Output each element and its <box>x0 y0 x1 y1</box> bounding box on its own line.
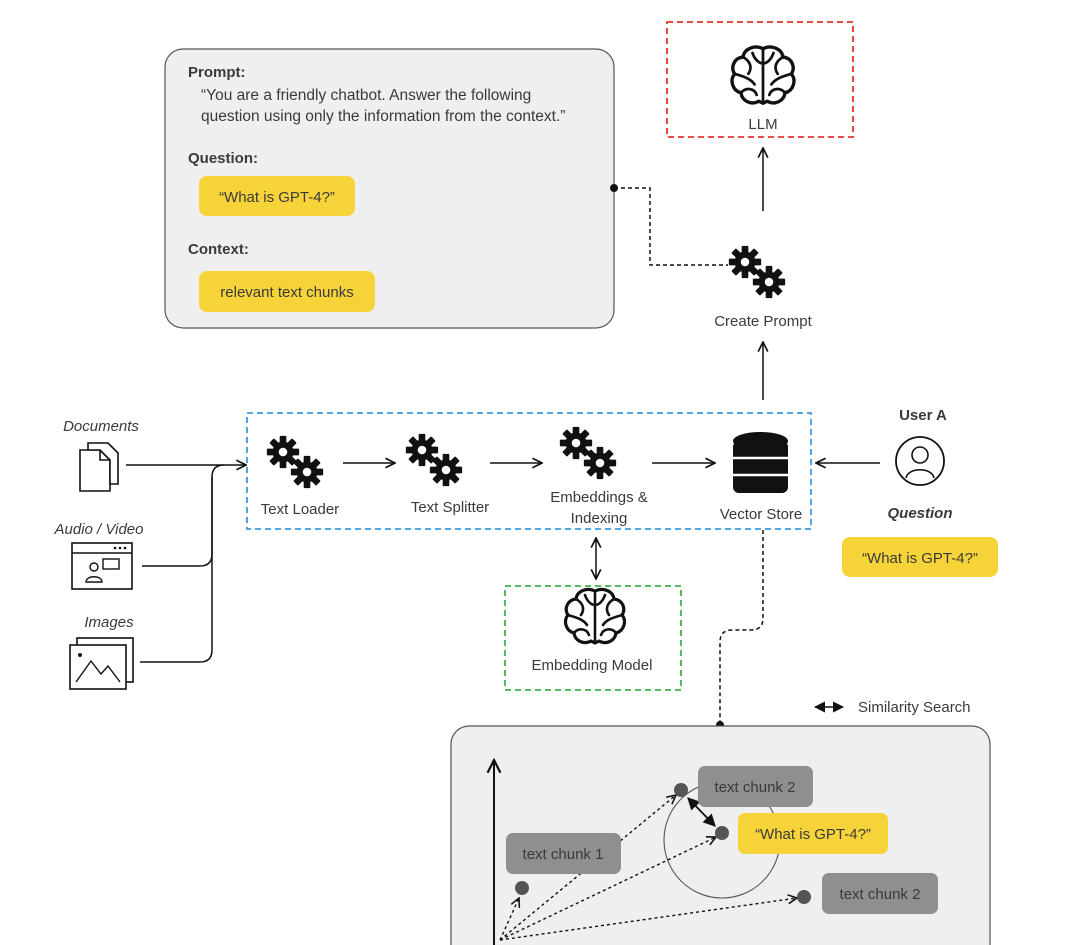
text-splitter-gears-icon <box>406 434 462 486</box>
chunk-1-chip <box>506 833 621 874</box>
user-question-chip-text: “What is GPT-4?” <box>862 550 978 567</box>
embedding-model-box: Embedding Model <box>504 585 682 691</box>
prompt-text-line-2: question using only the information from… <box>201 108 565 125</box>
chunk-2a-point <box>674 783 688 797</box>
llm-box: LLM <box>666 21 854 138</box>
context-heading: Context: <box>188 241 249 258</box>
vector-store-connector <box>719 530 764 725</box>
images-icon <box>69 637 134 690</box>
prompt-heading: Prompt: <box>188 64 246 81</box>
chunk-2b-text: text chunk 2 <box>840 886 921 903</box>
embeddings-label-line-2: Indexing <box>571 510 628 527</box>
vector-space-panel: text chunk 1 text chunk 2 “What is GPT-4… <box>450 725 991 945</box>
chunk-2b-chip <box>822 873 938 914</box>
chunk-2a-chip <box>698 766 813 807</box>
llm-brain-icon <box>730 45 796 105</box>
pipeline-box <box>246 412 812 530</box>
vector-store-label: Vector Store <box>720 506 803 523</box>
images-connector <box>140 477 213 663</box>
query-point <box>715 826 729 840</box>
prompt-connector-dot <box>610 184 618 192</box>
prompt-panel: Prompt: “You are a friendly chatbot. Ans… <box>164 48 615 329</box>
vector-to-chunk-2b <box>499 898 797 941</box>
audio-video-label: Audio / Video <box>54 521 144 538</box>
chunk-1-text: text chunk 1 <box>523 846 604 863</box>
context-chip <box>199 271 375 312</box>
text-loader-label: Text Loader <box>261 501 339 518</box>
user-question-chip <box>842 537 998 577</box>
chunk-1-point <box>515 881 529 895</box>
question-heading: Question: <box>188 150 258 167</box>
question-chip <box>199 176 355 216</box>
user-avatar-icon <box>895 436 945 486</box>
create-prompt-gears-icon <box>729 246 785 298</box>
user-question-label: Question <box>887 505 952 522</box>
text-loader-gears-icon <box>267 436 323 488</box>
chunk-2b-point <box>797 890 811 904</box>
embeddings-label-line-1: Embeddings & <box>550 489 648 506</box>
llm-label: LLM <box>748 116 777 133</box>
user-name: User A <box>899 407 947 424</box>
create-prompt-label: Create Prompt <box>714 313 812 330</box>
embedding-model-brain-icon <box>563 587 627 645</box>
embeddings-gears-icon <box>560 427 616 479</box>
chunk-2a-text: text chunk 2 <box>715 779 796 796</box>
prompt-text-line-1: “You are a friendly chatbot. Answer the … <box>201 87 531 104</box>
audio-video-icon <box>71 542 133 590</box>
documents-icon <box>79 442 119 492</box>
embedding-model-label: Embedding Model <box>532 657 653 674</box>
similarity-search-arrow <box>687 797 716 827</box>
question-chip-text: “What is GPT-4?” <box>219 189 335 206</box>
vector-store-database-icon <box>733 432 788 493</box>
similarity-search-legend-label: Similarity Search <box>858 699 971 716</box>
query-chip <box>738 813 888 854</box>
vector-to-chunk-1 <box>499 898 519 941</box>
documents-label: Documents <box>63 418 139 435</box>
context-chip-text: relevant text chunks <box>220 284 353 301</box>
text-splitter-label: Text Splitter <box>411 499 489 516</box>
vector-to-query <box>499 837 716 941</box>
prompt-connector <box>614 187 728 266</box>
images-label: Images <box>84 614 134 631</box>
query-chip-text: “What is GPT-4?” <box>755 826 871 843</box>
